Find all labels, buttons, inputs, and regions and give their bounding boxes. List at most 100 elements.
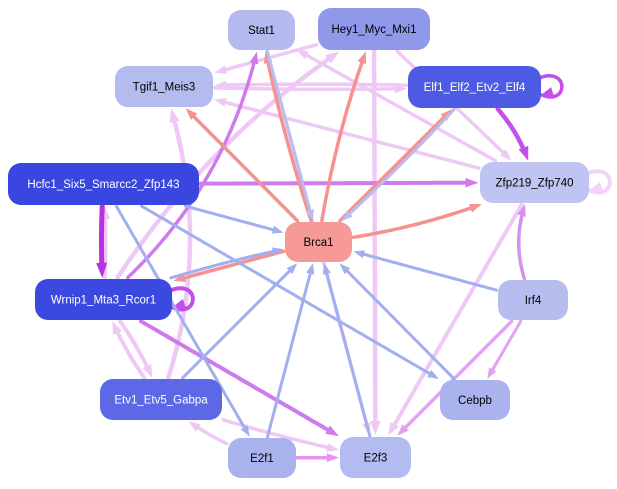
- edge-e2f1-etv1-arrowhead: [188, 421, 201, 432]
- edges-layer: [96, 42, 612, 463]
- edge-wrnip1-e2f3: [138, 319, 332, 433]
- edge-wrnip1-stat1: [126, 59, 257, 280]
- edge-wrnip1-hey1: [115, 56, 331, 280]
- node-etv1[interactable]: Etv1_Etv5_Gabpa: [100, 379, 222, 420]
- node-brca1[interactable]: Brca1: [285, 222, 352, 262]
- edge-hey1-e2f3: [371, 49, 378, 424]
- edge-elf1-zfp219-arrowhead: [518, 145, 529, 161]
- node-cebpb-label: Cebpb: [458, 395, 492, 407]
- edge-hey1-tgif1: [222, 42, 319, 72]
- node-hcfc1-shape[interactable]: [8, 163, 199, 205]
- edge-etv1-wrnip1-arrowhead: [112, 321, 122, 335]
- node-elf1-label: Elf1_Elf2_Etv2_Elf4: [424, 82, 526, 94]
- edge-irf4-e2f3: [402, 319, 514, 431]
- edge-etv1-e2f3: [221, 418, 331, 450]
- node-zfp219-shape[interactable]: [480, 162, 589, 203]
- node-e2f3-label: E2f3: [364, 453, 388, 465]
- edge-hey1-tgif1-arrowhead: [214, 65, 228, 74]
- node-hcfc1[interactable]: Hcfc1_Six5_Smarcc2_Zfp143: [8, 163, 199, 205]
- node-brca1-shape[interactable]: [285, 222, 352, 262]
- edge-etv1-brca1-arrowhead: [286, 263, 298, 274]
- edge-hcfc1-wrnip1-arrowhead: [96, 262, 108, 278]
- edge-elf1-brca1: [347, 107, 456, 216]
- edge-zfp219-e2f3-arrowhead: [388, 421, 399, 436]
- node-etv1-label: Etv1_Etv5_Gabpa: [114, 395, 208, 407]
- edge-hcfc1-brca1-arrowhead: [271, 225, 284, 234]
- edge-elf1-zfp219: [495, 106, 527, 153]
- edge-brca1-hey1-arrowhead: [357, 51, 367, 65]
- edge-tgif1-elf1-arrowhead: [394, 84, 407, 94]
- edge-hcfc1-cebpb-arrowhead: [427, 369, 439, 379]
- node-zfp219[interactable]: Zfp219_Zfp740: [480, 162, 589, 203]
- node-e2f3-shape[interactable]: [340, 437, 411, 478]
- node-e2f1[interactable]: E2f1: [228, 438, 296, 478]
- edge-e2f3-brca1-arrowhead: [322, 263, 331, 275]
- edge-cebpb-brca1: [345, 269, 456, 381]
- edge-brca1-stat1: [266, 59, 313, 223]
- edge-stat1-brca1: [265, 49, 312, 213]
- node-irf4[interactable]: Irf4: [498, 280, 568, 320]
- edge-wrnip1-brca1: [169, 249, 277, 280]
- edge-cebpb-brca1-arrowhead: [339, 263, 351, 275]
- node-etv1-shape[interactable]: [100, 379, 222, 420]
- node-e2f1-shape[interactable]: [228, 438, 296, 478]
- node-tgif1-shape[interactable]: [115, 66, 213, 107]
- node-wrnip1-label: Wrnip1_Mta3_Rcor1: [51, 295, 156, 307]
- node-brca1-label: Brca1: [303, 237, 333, 249]
- edge-zfp219-self: [585, 169, 612, 195]
- edge-e2f1-etv1: [195, 425, 229, 446]
- edge-irf4-zfp219-arrowhead: [517, 204, 526, 217]
- node-elf1[interactable]: Elf1_Elf2_Etv2_Elf4: [408, 66, 541, 108]
- node-cebpb[interactable]: Cebpb: [440, 380, 510, 420]
- edge-wrnip1-etv1-arrowhead: [142, 364, 153, 378]
- edge-irf4-cebpb-arrowhead: [487, 367, 497, 379]
- node-tgif1-label: Tgif1_Meis3: [133, 82, 196, 94]
- edge-hey1-zfp219-arrowhead: [499, 149, 512, 161]
- edge-irf4-brca1-arrowhead: [353, 250, 366, 259]
- node-hcfc1-label: Hcfc1_Six5_Smarcc2_Zfp143: [27, 179, 179, 191]
- node-irf4-label: Irf4: [525, 295, 542, 307]
- edge-brca1-wrnip1: [182, 249, 286, 280]
- edge-elf1-self-arrowhead: [541, 87, 554, 96]
- edge-hcfc1-cebpb: [140, 204, 431, 375]
- edge-zfp219-stat1: [304, 53, 498, 163]
- edge-brca1-elf1: [338, 114, 447, 223]
- edge-stat1-brca1-arrowhead: [305, 209, 314, 221]
- edge-brca1-zfp219: [351, 206, 473, 240]
- node-tgif1[interactable]: Tgif1_Meis3: [115, 66, 213, 107]
- node-hey1-shape[interactable]: [318, 8, 430, 50]
- edge-hcfc1-brca1: [183, 204, 276, 232]
- edge-irf4-brca1: [361, 252, 498, 292]
- node-stat1[interactable]: Stat1: [228, 10, 295, 50]
- node-stat1-label: Stat1: [248, 25, 275, 37]
- edge-brca1-tgif1-arrowhead: [185, 108, 198, 120]
- edge-e2f1-brca1-arrowhead: [306, 263, 315, 275]
- node-stat1-shape[interactable]: [228, 10, 295, 50]
- edge-elf1-brca1-arrowhead: [341, 210, 353, 221]
- node-e2f1-label: E2f1: [250, 453, 274, 465]
- edge-brca1-hey1: [320, 60, 364, 223]
- edge-zfp219-stat1-arrowhead: [296, 49, 309, 60]
- node-wrnip1[interactable]: Wrnip1_Mta3_Rcor1: [35, 279, 172, 320]
- edge-elf1-self: [537, 74, 564, 99]
- edge-hcfc1-wrnip1: [99, 203, 105, 268]
- node-wrnip1-shape[interactable]: [35, 279, 172, 320]
- edge-brca1-tgif1: [191, 114, 300, 223]
- edge-e2f3-brca1: [324, 270, 372, 438]
- edge-zfp219-tgif1-arrowhead: [214, 98, 227, 107]
- edge-zfp219-e2f3: [392, 202, 524, 428]
- edge-irf4-cebpb: [490, 319, 523, 373]
- node-hey1[interactable]: Hey1_Myc_Mxi1: [318, 8, 430, 50]
- node-cebpb-shape[interactable]: [440, 380, 510, 420]
- edge-wrnip1-stat1-arrowhead: [249, 51, 259, 65]
- edge-irf4-e2f3-arrowhead: [397, 424, 409, 436]
- edge-wrnip1-brca1-arrowhead: [271, 247, 284, 256]
- edge-brca1-elf1-arrowhead: [440, 109, 453, 121]
- edge-zfp219-tgif1: [224, 100, 481, 170]
- node-e2f3[interactable]: E2f3: [340, 437, 411, 478]
- node-elf1-shape[interactable]: [408, 66, 541, 108]
- edge-etv1-tgif1-arrowhead: [169, 108, 180, 124]
- edge-irf4-zfp219: [516, 212, 527, 281]
- node-irf4-shape[interactable]: [498, 280, 568, 320]
